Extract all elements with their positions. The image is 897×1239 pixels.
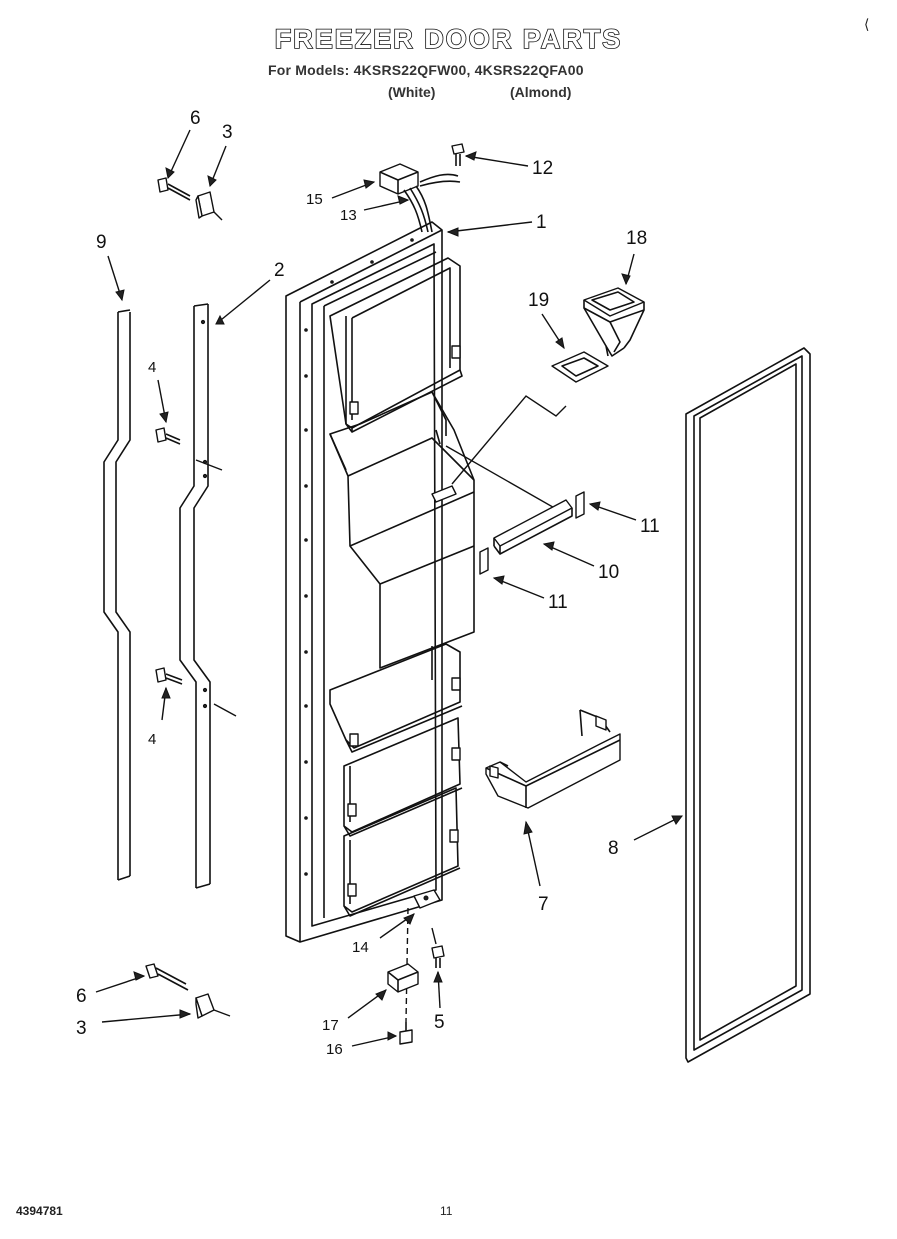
callout-8: 8: [608, 838, 619, 859]
page-number: 11: [440, 1204, 453, 1218]
callout-19: 19: [528, 290, 549, 311]
hinge-axis-line: [405, 907, 409, 1023]
part-18-ice-chute: [583, 287, 645, 357]
part-19-gasket: [551, 351, 609, 383]
callout-6-top: 6: [190, 108, 201, 129]
part-4-top-screw: [155, 427, 223, 471]
callout-11-upper: 11: [640, 516, 660, 537]
document-number: 4394781: [16, 1204, 63, 1218]
callout-1: 1: [536, 212, 547, 233]
callout-9: 9: [96, 232, 107, 253]
part-14-hinge: [413, 889, 441, 909]
callout-14: 14: [352, 939, 369, 956]
part-13-wire-harness: [403, 173, 461, 233]
callout-17: 17: [322, 1017, 339, 1034]
variant-almond: (Almond): [510, 84, 572, 100]
leader-lines: [95, 129, 683, 1047]
callout-18: 18: [626, 228, 647, 249]
callout-3-bottom: 3: [76, 1018, 87, 1039]
part-9-strip: [103, 309, 131, 881]
part-2-trim: [179, 303, 211, 889]
callout-2: 2: [274, 260, 285, 281]
part-12-screw: [451, 143, 465, 166]
callout-10: 10: [598, 562, 619, 583]
callout-12: 12: [532, 158, 553, 179]
callout-13: 13: [340, 207, 357, 224]
callout-4-bottom: 4: [148, 731, 156, 748]
callout-11-lower: 11: [548, 592, 568, 613]
part-5-screw: [431, 945, 445, 968]
part-16-screw: [399, 1022, 413, 1045]
part-4-bottom-screw: [155, 667, 237, 717]
callout-6-bottom: 6: [76, 986, 87, 1007]
part-3-top-bracket: [195, 191, 223, 221]
part-10-rail: [493, 499, 573, 555]
callout-4-top: 4: [148, 359, 156, 376]
variant-white: (White): [388, 84, 436, 100]
part-1-door: [285, 221, 475, 943]
part-8-door-gasket: [685, 347, 811, 1063]
corner-mark: ⟨: [864, 16, 870, 32]
callout-5: 5: [434, 1012, 445, 1033]
part-11-upper-clip: [575, 491, 585, 519]
part-6-bottom-screw: [145, 963, 189, 991]
part-17-bracket: [387, 963, 419, 993]
callout-15: 15: [306, 191, 323, 208]
part-7-door-bin: [485, 709, 621, 809]
callout-16: 16: [326, 1041, 343, 1058]
page-title: FREEZER DOOR PARTS: [274, 23, 623, 55]
part-15-connector: [379, 163, 419, 195]
part-3-bottom-bracket: [195, 993, 231, 1019]
part-6-top-screw: [157, 177, 191, 201]
part-11-lower-clip: [479, 547, 489, 575]
callout-3-top: 3: [222, 122, 233, 143]
callout-7: 7: [538, 894, 549, 915]
model-numbers: For Models: 4KSRS22QFW00, 4KSRS22QFA00: [268, 62, 584, 78]
